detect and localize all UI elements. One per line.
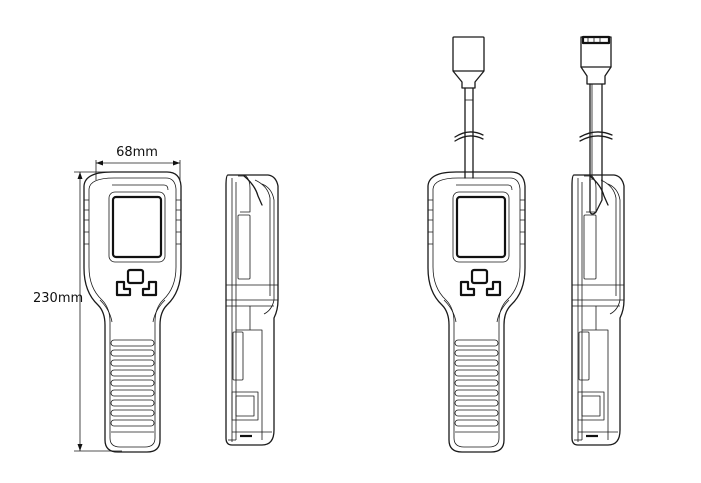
front-view-with-probe <box>426 36 527 454</box>
width-dimension: 68mm <box>95 145 181 180</box>
probe-side <box>579 35 613 215</box>
side-view-with-probe <box>570 35 626 447</box>
probe-front <box>452 36 485 179</box>
front-view <box>82 170 183 454</box>
height-dimension: 230mm <box>33 171 122 452</box>
side-view <box>224 173 280 447</box>
height-label: 230mm <box>33 291 83 306</box>
width-label: 68mm <box>116 145 158 160</box>
